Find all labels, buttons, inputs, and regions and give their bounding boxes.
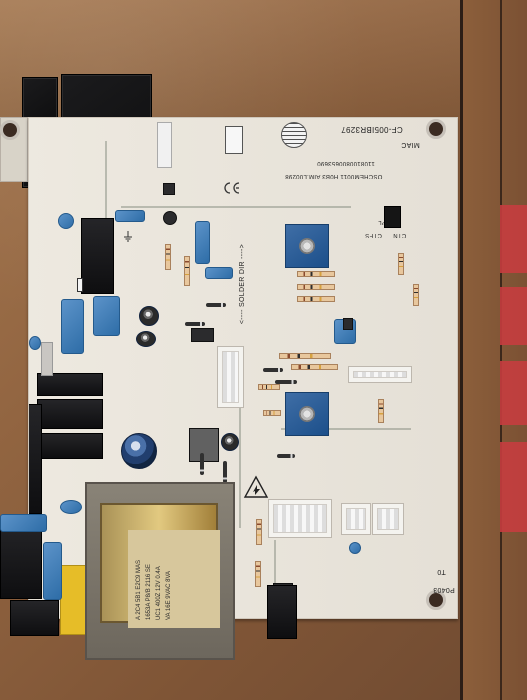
white-connector-right — [348, 366, 412, 383]
trace-1 — [105, 141, 107, 221]
electrolytic-capacitor-small-1 — [139, 306, 159, 326]
small-relay-3 — [37, 433, 103, 459]
resistor-12 — [165, 244, 171, 270]
resistor-3 — [297, 296, 335, 302]
diode-4 — [200, 453, 204, 475]
resistor-7 — [263, 410, 281, 416]
bottom-left-connector-black — [10, 600, 59, 636]
top-potentiometer — [285, 224, 329, 268]
transistor-2 — [163, 211, 177, 225]
transformer-line-1: A 2C4 5B1 E2C9 MAS — [136, 559, 142, 620]
blue-capacitor-vertical — [195, 221, 210, 264]
left-dark-strip — [29, 404, 42, 514]
transformer-line-2: 1653A P8/B 2116 SE — [146, 564, 152, 620]
blue-capacitor-bottom-left — [0, 514, 47, 532]
white-multi-pin-connector — [268, 499, 332, 538]
electrolytic-capacitor-small-3 — [136, 331, 156, 347]
diode-5 — [263, 368, 283, 372]
small-relay-1 — [37, 373, 103, 396]
diode-7 — [277, 454, 295, 458]
ctfs-label: CTFS — [365, 232, 382, 238]
white-fuse-holder — [157, 122, 172, 168]
diode-1 — [206, 303, 226, 307]
ctn-label: CTN — [393, 232, 407, 238]
resistor-6 — [258, 384, 280, 390]
model-code: OSCHEM0011 H0B3 AIM.L00298 — [285, 173, 383, 179]
blue-capacitor-top — [115, 210, 145, 222]
blue-ceramic-capacitor-right — [349, 542, 361, 554]
blue-capacitor-left — [61, 299, 84, 354]
blue-ceramic-capacitor-lower — [60, 500, 82, 514]
small-transistor-right — [343, 318, 353, 330]
white-relay-base-2 — [372, 503, 404, 535]
transformer-core: A 2C4 5B1 E2C9 MAS 1653A P8/B 2116 SE UC… — [100, 503, 220, 628]
diode-6 — [275, 380, 297, 384]
blue-capacitor-left-2 — [93, 296, 120, 336]
trace-4 — [281, 428, 411, 430]
electrolytic-capacitor-small-2 — [221, 433, 239, 451]
voltage-regulator — [189, 428, 219, 462]
black-heatsink-module — [81, 218, 114, 294]
white-connector-center — [217, 346, 244, 408]
diode-2 — [185, 322, 205, 326]
resistor-1 — [297, 271, 335, 277]
ground-symbol-icon — [123, 231, 133, 244]
power-transformer: A 2C4 5B1 E2C9 MAS 1653A P8/B 2116 SE UC… — [85, 482, 235, 660]
bottom-left-relay — [0, 520, 42, 599]
to-label: T0 — [437, 568, 446, 575]
trace-2 — [121, 206, 351, 208]
blue-capacitor-bottom — [43, 542, 62, 600]
blue-capacitor-mid — [205, 267, 233, 279]
transistor-1 — [163, 183, 175, 195]
resistor-11 — [184, 256, 190, 286]
left-side-resistor — [41, 342, 53, 376]
middle-potentiometer — [285, 392, 329, 436]
left-mount-hole — [0, 120, 20, 140]
small-relay-2 — [37, 399, 103, 429]
serial-code: 1108100800653690 — [317, 160, 375, 166]
top-part-number: CF-005IBR3297 — [341, 125, 403, 134]
blue-ceramic-capacitor-left — [29, 336, 41, 350]
resistor-10 — [378, 399, 384, 423]
trace-5 — [274, 540, 276, 588]
resistor-8 — [398, 253, 404, 275]
transformer-line-4: VA 16E 9VAC 8VA — [166, 570, 172, 620]
electrolytic-capacitor-large — [121, 433, 157, 469]
blue-ceramic-capacitor-1 — [58, 213, 74, 229]
ctf-jumper-block — [384, 206, 401, 228]
diode-3 — [223, 461, 227, 483]
resistor-13 — [256, 519, 262, 545]
ic-chip — [191, 328, 214, 342]
jumper-switch — [77, 278, 83, 292]
bottom-right-mount-hole — [426, 590, 446, 610]
resistor-9 — [413, 284, 419, 306]
warning-triangle-icon — [243, 475, 269, 499]
rectangular-brand-logo — [225, 126, 243, 154]
top-right-mount-hole — [426, 119, 446, 139]
trace-3 — [239, 348, 241, 528]
carton-right-side — [460, 0, 527, 700]
resistor-2 — [297, 284, 335, 290]
transformer-line-3: UC1 400Z 12V 0.4A — [156, 566, 162, 620]
transformer-label: A 2C4 5B1 E2C9 MAS 1653A P8/B 2116 SE UC… — [128, 530, 220, 628]
red-print-marks — [500, 205, 527, 535]
resistor-4 — [279, 353, 331, 359]
bottom-center-black-connector — [267, 585, 297, 639]
solder-direction-label: <---- SOLDER DIR ----> — [239, 244, 246, 325]
white-relay-base-1 — [341, 503, 371, 535]
resistor-5 — [291, 364, 338, 370]
ce-mark-icon — [223, 181, 241, 195]
resistor-14 — [255, 561, 261, 587]
round-brand-logo — [281, 122, 307, 148]
maker-code: MIAC — [401, 141, 420, 148]
board-id-label: P0403 — [433, 586, 455, 593]
